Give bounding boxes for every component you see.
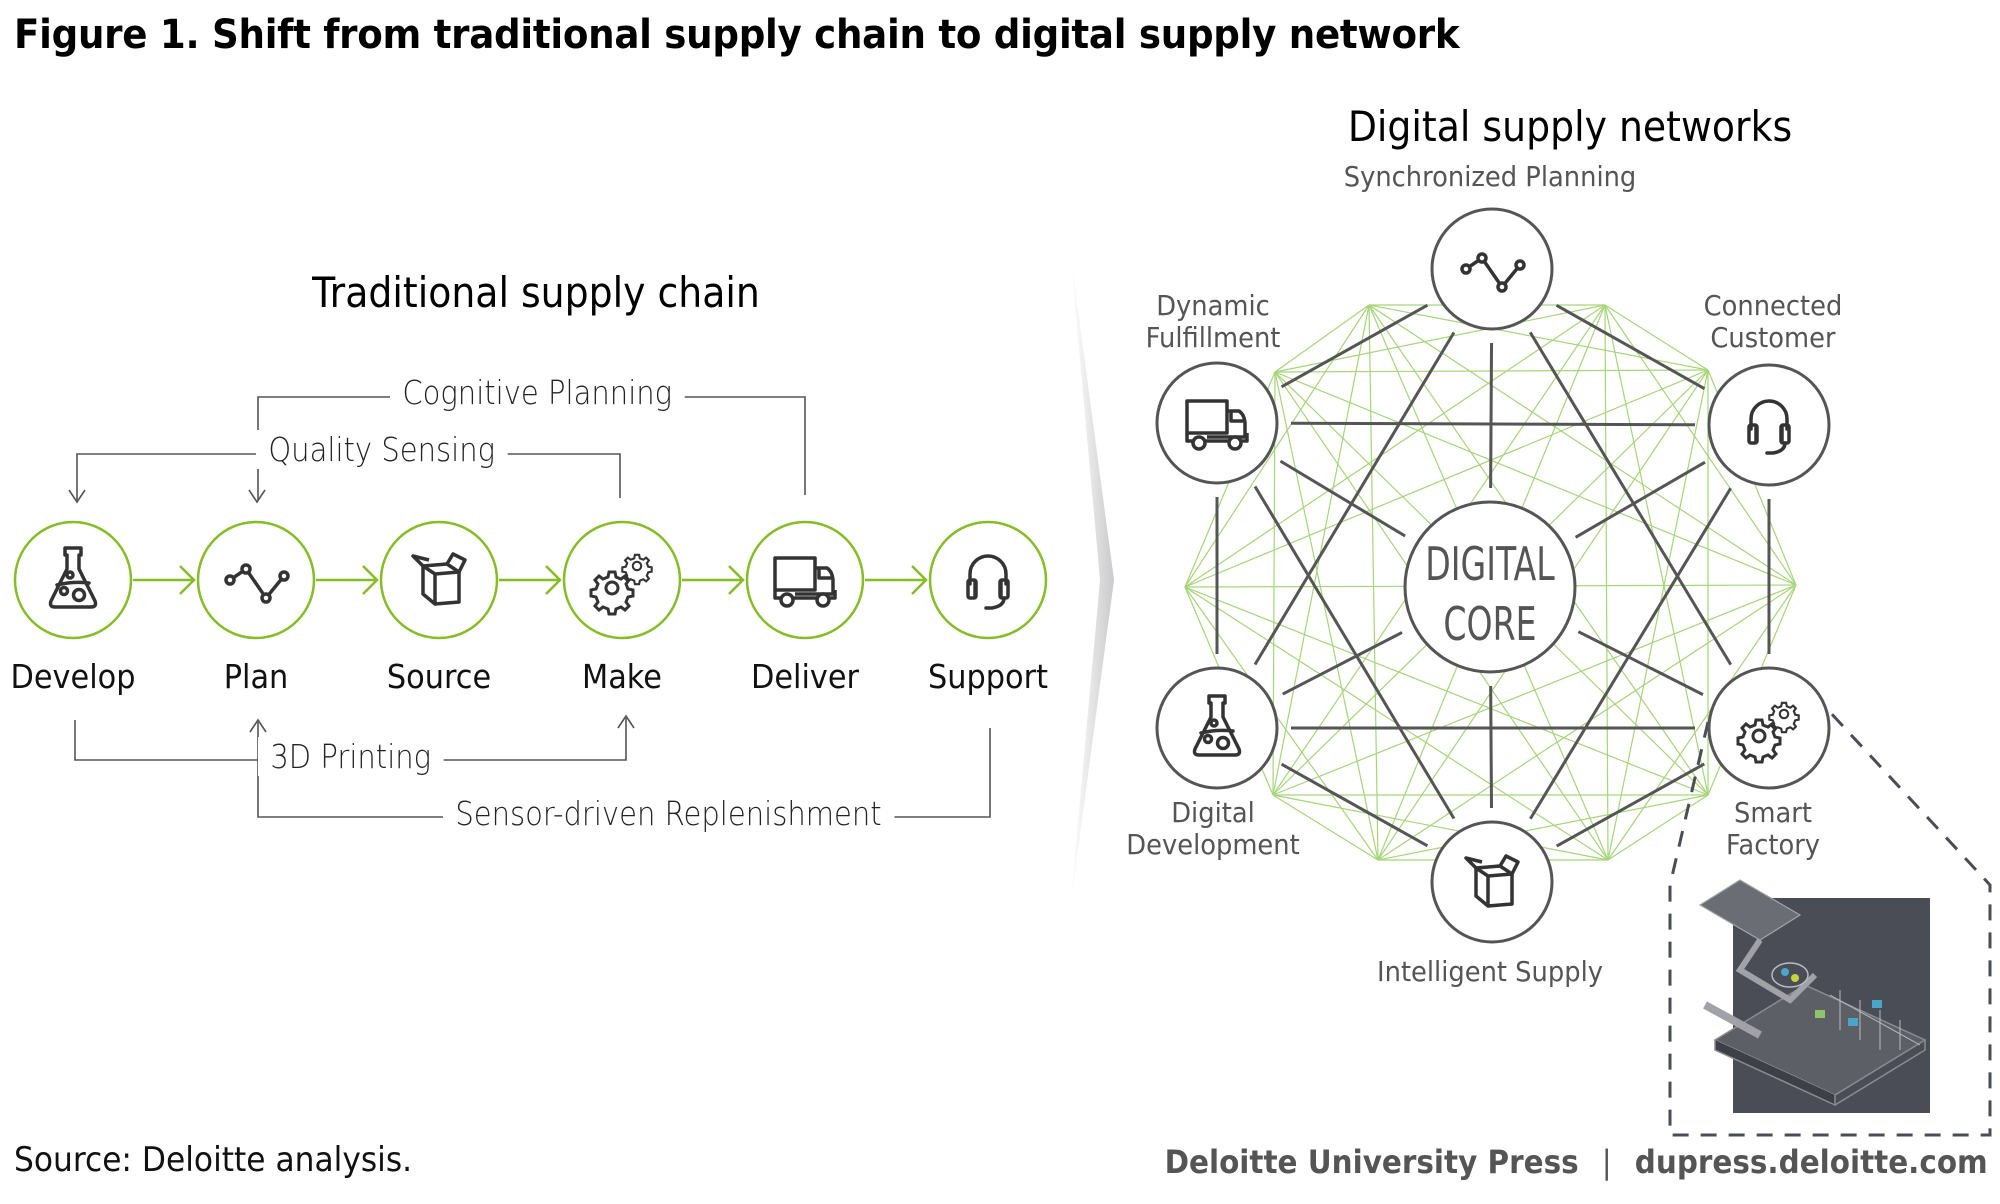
network-link [1555,762,1706,848]
web-line [1607,584,1797,861]
flow-arrowhead-icon [728,565,745,595]
3d-printing-label: 3D Printing [258,737,444,776]
stage-label-make: Make [582,657,662,696]
flow-arrowhead-icon [179,565,196,595]
node-circle [1155,361,1279,485]
node-circle [1707,363,1831,487]
network-link [1253,331,1456,666]
web-line [1607,369,1709,861]
network-link [1528,331,1733,666]
quality-sensing-label: Quality Sensing [256,430,508,469]
web-line [1377,794,1709,861]
web-line [1604,304,1609,861]
node-dev [1155,666,1279,790]
stage-circle [928,520,1048,640]
stage-circle [196,520,316,640]
node-label-intelligent-supply: Intelligent Supply [1377,955,1603,988]
stage-make [562,520,682,640]
network-link [1280,303,1429,389]
network-link [1280,762,1429,848]
stage-circle [745,520,865,640]
web-line [1272,794,1609,861]
network-link [1253,485,1456,820]
network-link [1555,304,1706,390]
flow-arrowhead-icon [911,565,928,595]
stage-label-source: Source [386,657,492,696]
network-links [1215,303,1771,848]
stage-develop [13,520,133,640]
stage-label-deliver: Deliver [750,657,860,696]
web-line [1604,304,1709,371]
web-line [1184,304,1606,588]
web-line [1272,584,1797,796]
arrow-to-make-icon [617,714,635,729]
arrow-to-plan-bottom-icon [249,718,267,733]
node-circle [1430,207,1554,331]
stage-plan [196,520,316,640]
stage-source [379,520,499,640]
publisher-website[interactable]: dupress.deloitte.com [1635,1143,1988,1181]
publisher-name: Deloitte University Press [1164,1143,1579,1181]
node-label-synchronized-planning: Synchronized Planning [1343,160,1637,193]
web-line [1368,304,1797,586]
source-note: Source: Deloitte analysis. [14,1140,413,1180]
web-line [1274,371,1797,586]
core-label-line2: CORE [1443,599,1536,652]
stage-support [928,520,1048,640]
smart-factory-illustration [1698,879,1930,1113]
traditional-title: Traditional supply chain [312,268,760,317]
node-sync [1430,207,1554,331]
web-line [1274,371,1379,861]
credits: Deloitte University Press | dupress.delo… [1165,1143,1988,1181]
stage-label-plan: Plan [223,657,289,696]
arrow-to-plan-icon [248,489,266,504]
web-line [1607,794,1709,861]
network-link [1489,342,1494,489]
digital-network-title: Digital supply networks [1347,102,1793,151]
node-circle [1155,666,1279,790]
network-link [1290,421,1696,427]
node-circle [1430,820,1554,944]
web-line [1272,794,1379,861]
flow-arrowhead-icon [362,565,379,595]
web-line [1604,304,1709,796]
credits-separator: | [1602,1143,1612,1181]
web-line [1368,304,1379,861]
network-link [1577,630,1704,696]
digital-core: DIGITAL CORE [1403,500,1577,674]
replenishment-label: Sensor-driven Replenishment [443,794,894,833]
network-link [1529,487,1732,820]
network-link [1279,459,1406,538]
stage-circle [13,520,133,640]
network-link [1574,460,1706,539]
web-line [1184,586,1709,796]
node-fact [1707,666,1831,790]
transition-chevron [1070,250,1114,910]
arrow-to-develop-icon [68,489,86,504]
stage-label-develop: Develop [10,657,136,696]
node-cust [1707,363,1831,487]
network-link [1282,631,1403,696]
web-line [1272,304,1370,796]
cognitive-planning-label: Cognitive Planning [390,373,685,412]
web-line [1274,304,1370,373]
stage-circle [379,520,499,640]
flow-arrowhead-icon [545,565,562,595]
core-label-line1: DIGITAL [1425,539,1555,592]
web-line [1184,369,1709,588]
stage-label-support: Support [927,657,1049,696]
network-link [1489,685,1493,809]
node-supply [1430,820,1554,944]
stage-deliver [745,520,865,640]
node-dyn [1155,361,1279,485]
figure-title: Figure 1. Shift from traditional supply … [14,12,1460,58]
